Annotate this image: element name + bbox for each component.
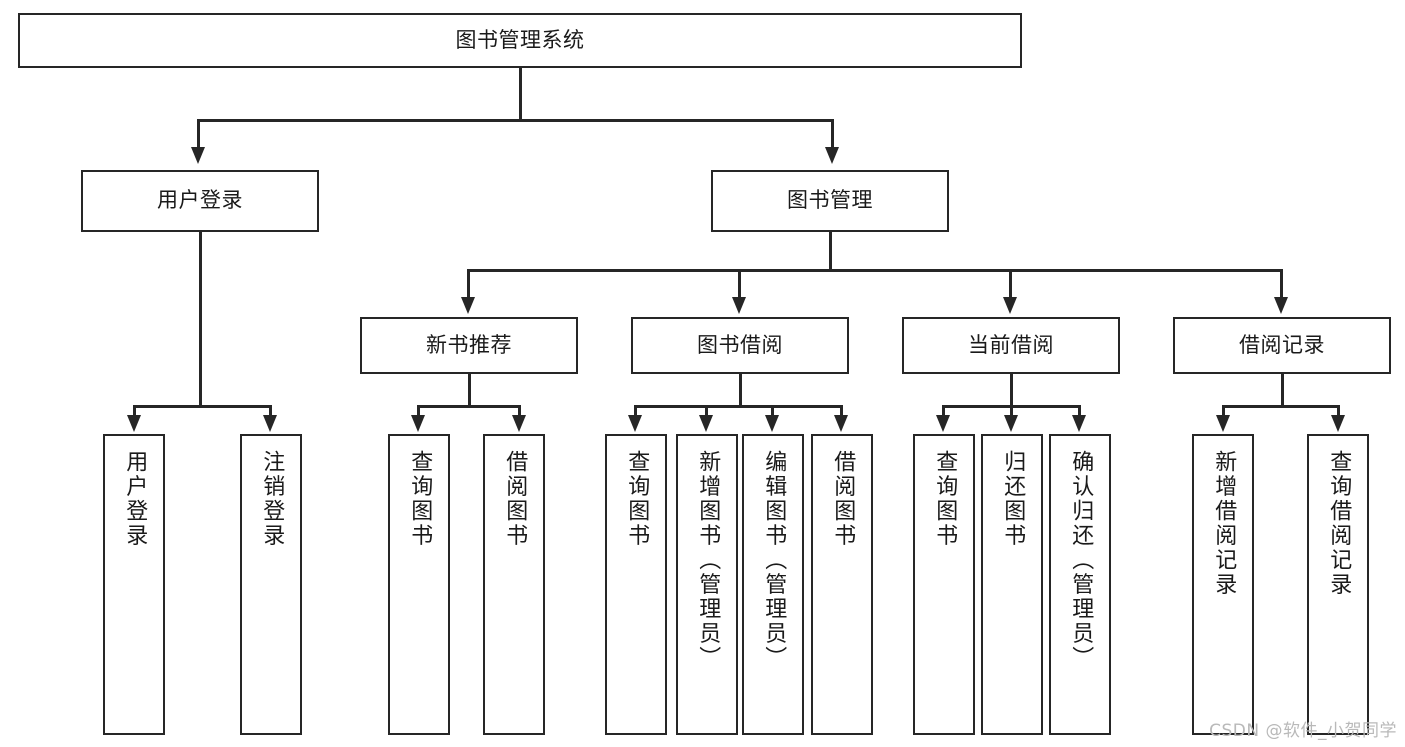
edge-user-login-leaf-bus — [133, 405, 271, 408]
node-leaf-add-record[interactable]: 新增借阅记录 — [1192, 434, 1254, 735]
edge-root-stem — [519, 68, 522, 119]
node-label: 借阅图书 — [830, 450, 856, 548]
edge-drop-leaf-edit-book — [771, 405, 774, 417]
csdn-watermark: CSDN @软件_小贺同学 — [1209, 721, 1397, 741]
edge-drop-leaf-confirm-return — [1078, 405, 1081, 417]
edge-user-login-stem — [199, 232, 202, 407]
arrowhead-leaf-user-login — [127, 415, 141, 432]
node-leaf-borrow-book-2[interactable]: 借阅图书 — [811, 434, 873, 735]
node-label: 确认归还（管理员） — [1068, 450, 1094, 671]
arrowhead-leaf-edit-book — [765, 415, 779, 432]
edge-drop-current-borrow — [1009, 269, 1012, 299]
edge-new-book-rec-leaf-bus — [417, 405, 520, 408]
arrowhead-leaf-borrow-book-2 — [834, 415, 848, 432]
arrowhead-leaf-query-record — [1331, 415, 1345, 432]
arrowhead-borrow-record — [1274, 297, 1288, 314]
arrowhead-leaf-return-book — [1004, 415, 1018, 432]
edge-drop-leaf-borrow-book-1 — [518, 405, 521, 417]
edge-drop-user-login — [197, 119, 200, 149]
node-leaf-add-book[interactable]: 新增图书（管理员） — [676, 434, 738, 735]
edge-drop-leaf-user-login — [133, 405, 136, 417]
node-leaf-edit-book[interactable]: 编辑图书（管理员） — [742, 434, 804, 735]
node-current-borrow[interactable]: 当前借阅 — [902, 317, 1120, 374]
node-label: 图书管理 — [787, 188, 873, 213]
node-label: 图书管理系统 — [455, 27, 585, 52]
node-label: 用户登录 — [157, 188, 243, 213]
arrowhead-user-login — [191, 147, 205, 164]
node-user-login[interactable]: 用户登录 — [81, 170, 319, 232]
node-new-book-recommend[interactable]: 新书推荐 — [360, 317, 578, 374]
node-label: 借阅记录 — [1239, 332, 1325, 357]
arrowhead-leaf-confirm-return — [1072, 415, 1086, 432]
edge-drop-leaf-borrow-book-2 — [840, 405, 843, 417]
node-label: 新增借阅记录 — [1211, 450, 1237, 597]
node-leaf-borrow-book-1[interactable]: 借阅图书 — [483, 434, 545, 735]
node-borrow-record[interactable]: 借阅记录 — [1173, 317, 1391, 374]
node-label: 当前借阅 — [968, 332, 1054, 357]
edge-book-borrow-leaf-bus — [634, 405, 842, 408]
node-leaf-query-book-1[interactable]: 查询图书 — [388, 434, 450, 735]
arrowhead-leaf-borrow-book-1 — [512, 415, 526, 432]
edge-borrow-record-stem — [1281, 374, 1284, 407]
edge-drop-leaf-query-book-1 — [417, 405, 420, 417]
edge-level3-bus — [467, 269, 1280, 272]
arrowhead-leaf-query-book-1 — [411, 415, 425, 432]
node-label: 新书推荐 — [426, 332, 512, 357]
edge-book-borrow-stem — [739, 374, 742, 407]
node-label: 新增图书（管理员） — [695, 450, 721, 671]
edge-drop-borrow-record — [1280, 269, 1283, 299]
arrowhead-leaf-add-record — [1216, 415, 1230, 432]
arrowhead-new-book-rec — [461, 297, 475, 314]
edge-drop-book-manage — [831, 119, 834, 149]
node-leaf-query-record[interactable]: 查询借阅记录 — [1307, 434, 1369, 735]
node-leaf-query-book-3[interactable]: 查询图书 — [913, 434, 975, 735]
node-label: 用户登录 — [122, 450, 148, 548]
node-label: 查询图书 — [932, 450, 958, 548]
node-leaf-user-login[interactable]: 用户登录 — [103, 434, 165, 735]
arrowhead-book-manage — [825, 147, 839, 164]
edge-drop-leaf-add-record — [1222, 405, 1225, 417]
arrowhead-leaf-query-book-3 — [936, 415, 950, 432]
node-leaf-return-book[interactable]: 归还图书 — [981, 434, 1043, 735]
node-book-borrow[interactable]: 图书借阅 — [631, 317, 849, 374]
edge-current-borrow-stem — [1010, 374, 1013, 407]
edge-level2-bus — [197, 119, 833, 122]
edge-new-book-rec-stem — [468, 374, 471, 407]
node-leaf-query-book-2[interactable]: 查询图书 — [605, 434, 667, 735]
edge-drop-leaf-query-book-2 — [634, 405, 637, 417]
arrowhead-leaf-add-book — [699, 415, 713, 432]
node-label: 图书借阅 — [697, 332, 783, 357]
edge-drop-leaf-return-book — [1010, 405, 1013, 417]
node-leaf-confirm-return[interactable]: 确认归还（管理员） — [1049, 434, 1111, 735]
edge-borrow-record-leaf-bus — [1222, 405, 1339, 408]
arrowhead-leaf-query-book-2 — [628, 415, 642, 432]
edge-drop-book-borrow — [738, 269, 741, 299]
edge-drop-leaf-add-book — [705, 405, 708, 417]
edge-drop-leaf-query-record — [1337, 405, 1340, 417]
edge-book-manage-stem — [829, 232, 832, 271]
node-label: 查询图书 — [624, 450, 650, 548]
node-label: 注销登录 — [259, 450, 285, 548]
node-label: 查询图书 — [407, 450, 433, 548]
arrowhead-current-borrow — [1003, 297, 1017, 314]
node-book-management[interactable]: 图书管理 — [711, 170, 949, 232]
node-leaf-user-logout[interactable]: 注销登录 — [240, 434, 302, 735]
node-label: 归还图书 — [1000, 450, 1026, 548]
edge-drop-leaf-user-logout — [269, 405, 272, 417]
node-root-book-management-system[interactable]: 图书管理系统 — [18, 13, 1022, 68]
node-label: 编辑图书（管理员） — [761, 450, 787, 671]
arrowhead-book-borrow — [732, 297, 746, 314]
node-label: 借阅图书 — [502, 450, 528, 548]
edge-drop-new-book-rec — [467, 269, 470, 299]
node-label: 查询借阅记录 — [1326, 450, 1352, 597]
arrowhead-leaf-user-logout — [263, 415, 277, 432]
edge-drop-leaf-query-book-3 — [942, 405, 945, 417]
